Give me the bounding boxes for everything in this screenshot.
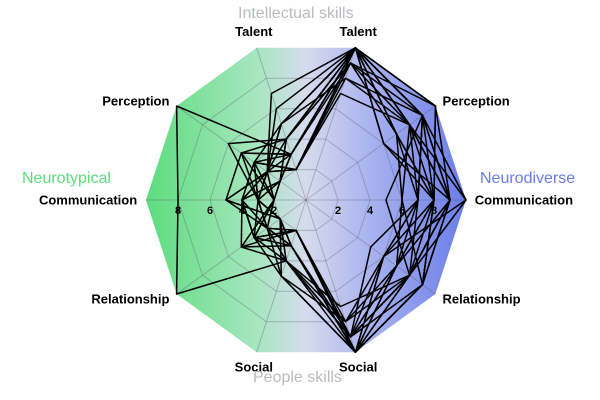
tick-label: 8: [431, 205, 437, 217]
tick-label: 2: [335, 205, 341, 217]
axis-label-left-talent: Talent: [235, 24, 273, 40]
tick-label: 8: [175, 205, 181, 217]
axis-spoke: [305, 47, 356, 201]
legend-neurotypical: Neurotypical: [22, 170, 111, 187]
axis-label-left-relationship: Relationship: [91, 291, 170, 307]
axis-label-right-talent: Talent: [339, 24, 377, 40]
profile-line: [241, 47, 467, 353]
bottom-group-title: People skills: [253, 369, 342, 386]
axis-label-right-relationship: Relationship: [442, 291, 521, 307]
axis-label-right-social: Social: [339, 359, 378, 375]
legend-neurodiverse: Neurodiverse: [480, 170, 576, 187]
tick-label: 6: [399, 205, 405, 217]
axis-label-right-perception: Perception: [442, 93, 510, 109]
axis-label-left-perception: Perception: [102, 93, 170, 109]
radar-background: [146, 47, 466, 353]
axis-spoke: [305, 199, 356, 353]
profile-line: [257, 47, 424, 338]
axis-spoke: [305, 105, 436, 201]
tick-label: 4: [239, 205, 246, 217]
top-group-title: Intellectual skills: [238, 5, 354, 22]
axis-label-left-social: Social: [234, 359, 273, 375]
tick-label: 4: [367, 205, 374, 217]
profile-line: [257, 62, 437, 338]
grid-ring: [209, 108, 403, 292]
axis-label-right-communication: Communication: [474, 192, 574, 208]
tick-label: 2: [271, 205, 277, 217]
tick-label: 6: [207, 205, 213, 217]
axis-label-left-communication: Communication: [38, 192, 138, 208]
